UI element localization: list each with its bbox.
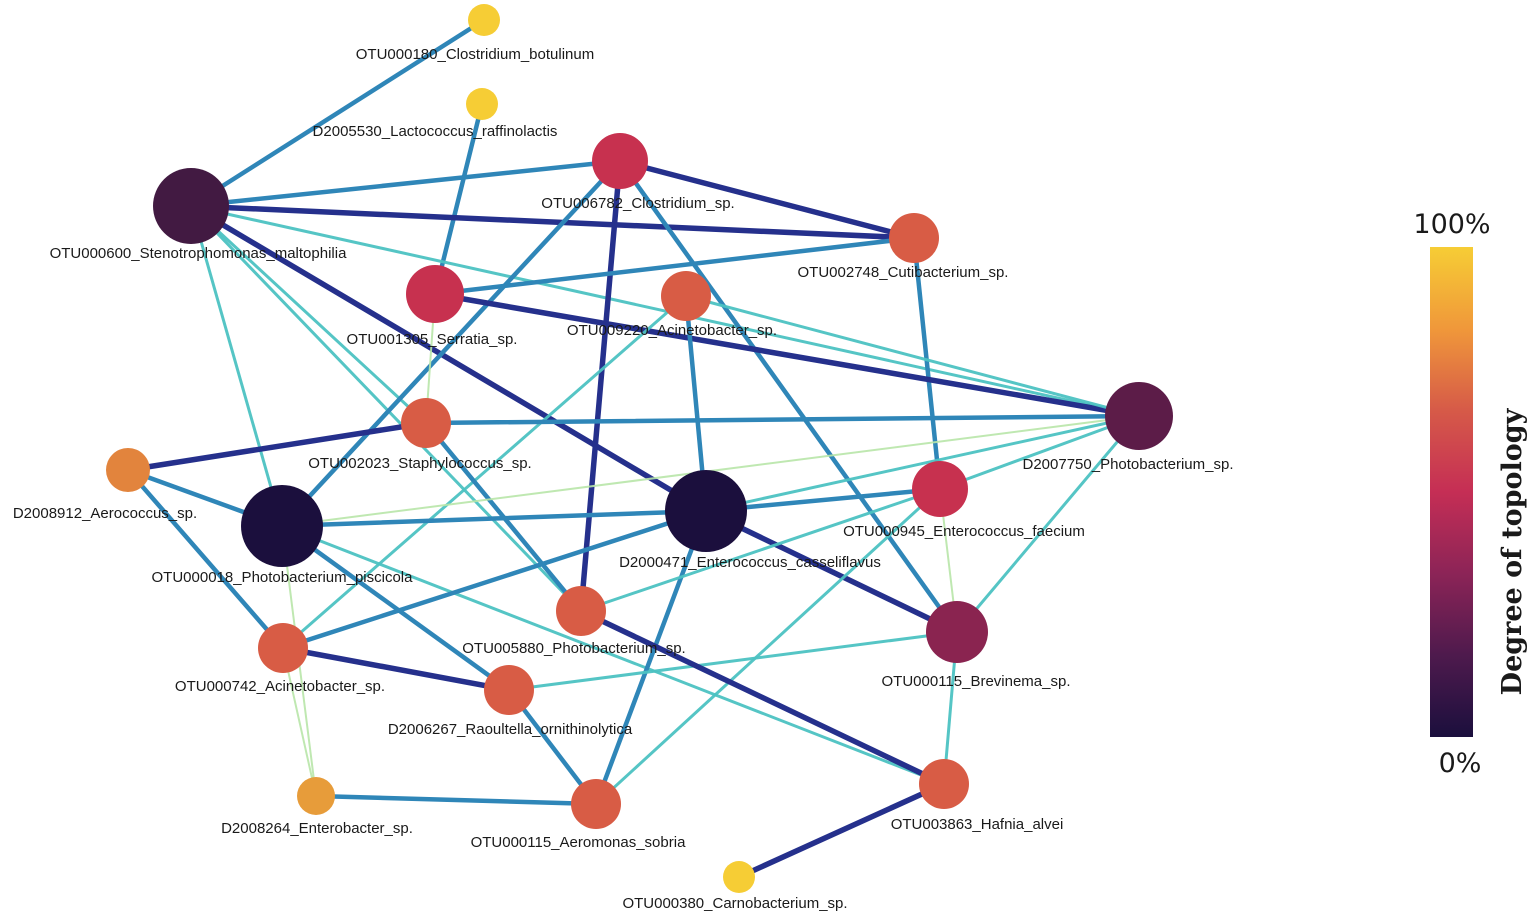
legend-gradient-bar (1430, 247, 1473, 737)
edge-n4-n5 (188, 203, 917, 241)
edge-n12-n20 (280, 524, 946, 786)
edge-n6-n8 (432, 291, 1142, 419)
node-n13 (665, 470, 747, 552)
edge-n20-n21 (736, 781, 947, 880)
legend-min-label: 0% (1439, 748, 1482, 779)
node-n7 (661, 271, 711, 321)
node-n4 (153, 168, 229, 244)
edge-n12-n17 (279, 523, 512, 693)
edge-n15-n17 (507, 630, 959, 692)
node-label-n2: D2005530_Lactococcus_raffinolactis (313, 123, 558, 140)
edge-n3-n15 (617, 158, 960, 635)
node-n14 (556, 586, 606, 636)
node-n12 (241, 485, 323, 567)
edge-n4-n14 (189, 204, 583, 613)
edge-n4-n12 (189, 204, 284, 528)
edge-n4-n9 (189, 204, 428, 425)
node-label-n1: OTU000180_Clostridium_botulinum (356, 46, 594, 63)
edge-n16-n17 (280, 645, 512, 693)
edge-n12-n13 (279, 508, 709, 529)
edge-n4-n13 (188, 203, 709, 514)
node-n21 (723, 861, 755, 893)
edge-n4-n3 (188, 158, 623, 209)
node-n2 (466, 88, 498, 120)
edge-n10-n16 (125, 467, 286, 651)
node-n19 (571, 779, 621, 829)
node-label-n8: D2007750_Photobacterium_sp. (1023, 456, 1234, 473)
node-n11 (912, 461, 968, 517)
nodes-layer (106, 4, 1173, 893)
node-label-n12: OTU000018_Photobacterium_piscicola (152, 569, 414, 586)
node-label-n9: OTU002023_Staphylococcus_sp. (308, 455, 531, 472)
node-n9 (401, 398, 451, 448)
node-n8 (1105, 382, 1173, 450)
edge-n8-n13 (704, 414, 1141, 513)
edge-n13-n16 (280, 508, 709, 651)
node-label-n13: D2000471_Enterococcus_casseliflavus (619, 554, 881, 571)
node-label-n4: OTU000600_Stenotrophomonas_maltophilia (50, 245, 348, 262)
node-n3 (592, 133, 648, 189)
labels-layer: OTU000180_Clostridium_botulinumD2005530_… (13, 46, 1234, 912)
node-label-n15: OTU000115_Brevinema_sp. (882, 673, 1071, 690)
edge-n9-n8 (423, 413, 1142, 426)
edge-n3-n5 (617, 158, 917, 241)
node-n16 (258, 623, 308, 673)
edge-n11-n19 (594, 487, 942, 806)
node-label-n21: OTU000380_Carnobacterium_sp. (622, 895, 847, 912)
edge-n9-n10 (125, 420, 429, 473)
node-n10 (106, 448, 150, 492)
node-label-n3: OTU006782_Clostridium_sp. (541, 195, 734, 212)
edge-n18-n19 (313, 793, 599, 807)
node-n15 (926, 601, 988, 663)
edge-n3-n14 (578, 158, 623, 614)
node-n1 (468, 4, 500, 36)
node-label-n16: OTU000742_Acinetobacter_sp. (175, 678, 385, 695)
node-label-n10: D2008912_Aerococcus_sp. (13, 505, 197, 522)
node-label-n11: OTU000945_Enterococcus_faecium (843, 523, 1085, 540)
node-label-n19: OTU000115_Aeromonas_sobria (471, 834, 687, 851)
edge-n7-n8 (684, 294, 1141, 418)
node-label-n17: D2006267_Raoultella_ornithinolytica (388, 721, 633, 738)
edge-n4-n8 (189, 204, 1141, 418)
node-label-n7: OTU009220_Acinetobacter_sp. (567, 322, 777, 339)
node-n6 (406, 265, 464, 323)
legend-max-label: 100% (1413, 209, 1490, 240)
edge-n7-n16 (281, 294, 688, 650)
node-label-n5: OTU002748_Cutibacterium_sp. (798, 264, 1009, 281)
node-n20 (919, 759, 969, 809)
node-label-n14: OTU005880_Photobacterium_sp. (462, 640, 685, 657)
node-label-n20: OTU003863_Hafnia_alvei (891, 816, 1064, 833)
node-n18 (297, 777, 335, 815)
color-legend: 100% 0% Degree of topology (1413, 209, 1528, 779)
edge-n16-n18 (282, 647, 317, 797)
edge-n5-n11 (911, 235, 943, 492)
edge-n1-n4 (188, 17, 487, 209)
edge-n11-n14 (579, 487, 942, 613)
node-label-n18: D2008264_Enterobacter_sp. (221, 820, 413, 837)
edge-n3-n12 (279, 158, 623, 529)
legend-title: Degree of topology (1497, 407, 1528, 695)
edge-n8-n11 (938, 414, 1141, 491)
edge-n13-n15 (703, 508, 960, 635)
edge-n14-n20 (578, 608, 947, 787)
edge-n13-n19 (593, 508, 709, 807)
node-label-n6: OTU001305_Serratia_sp. (347, 331, 518, 348)
edge-n5-n6 (432, 235, 917, 297)
edge-n8-n15 (955, 414, 1141, 634)
node-n5 (889, 213, 939, 263)
node-n17 (484, 665, 534, 715)
